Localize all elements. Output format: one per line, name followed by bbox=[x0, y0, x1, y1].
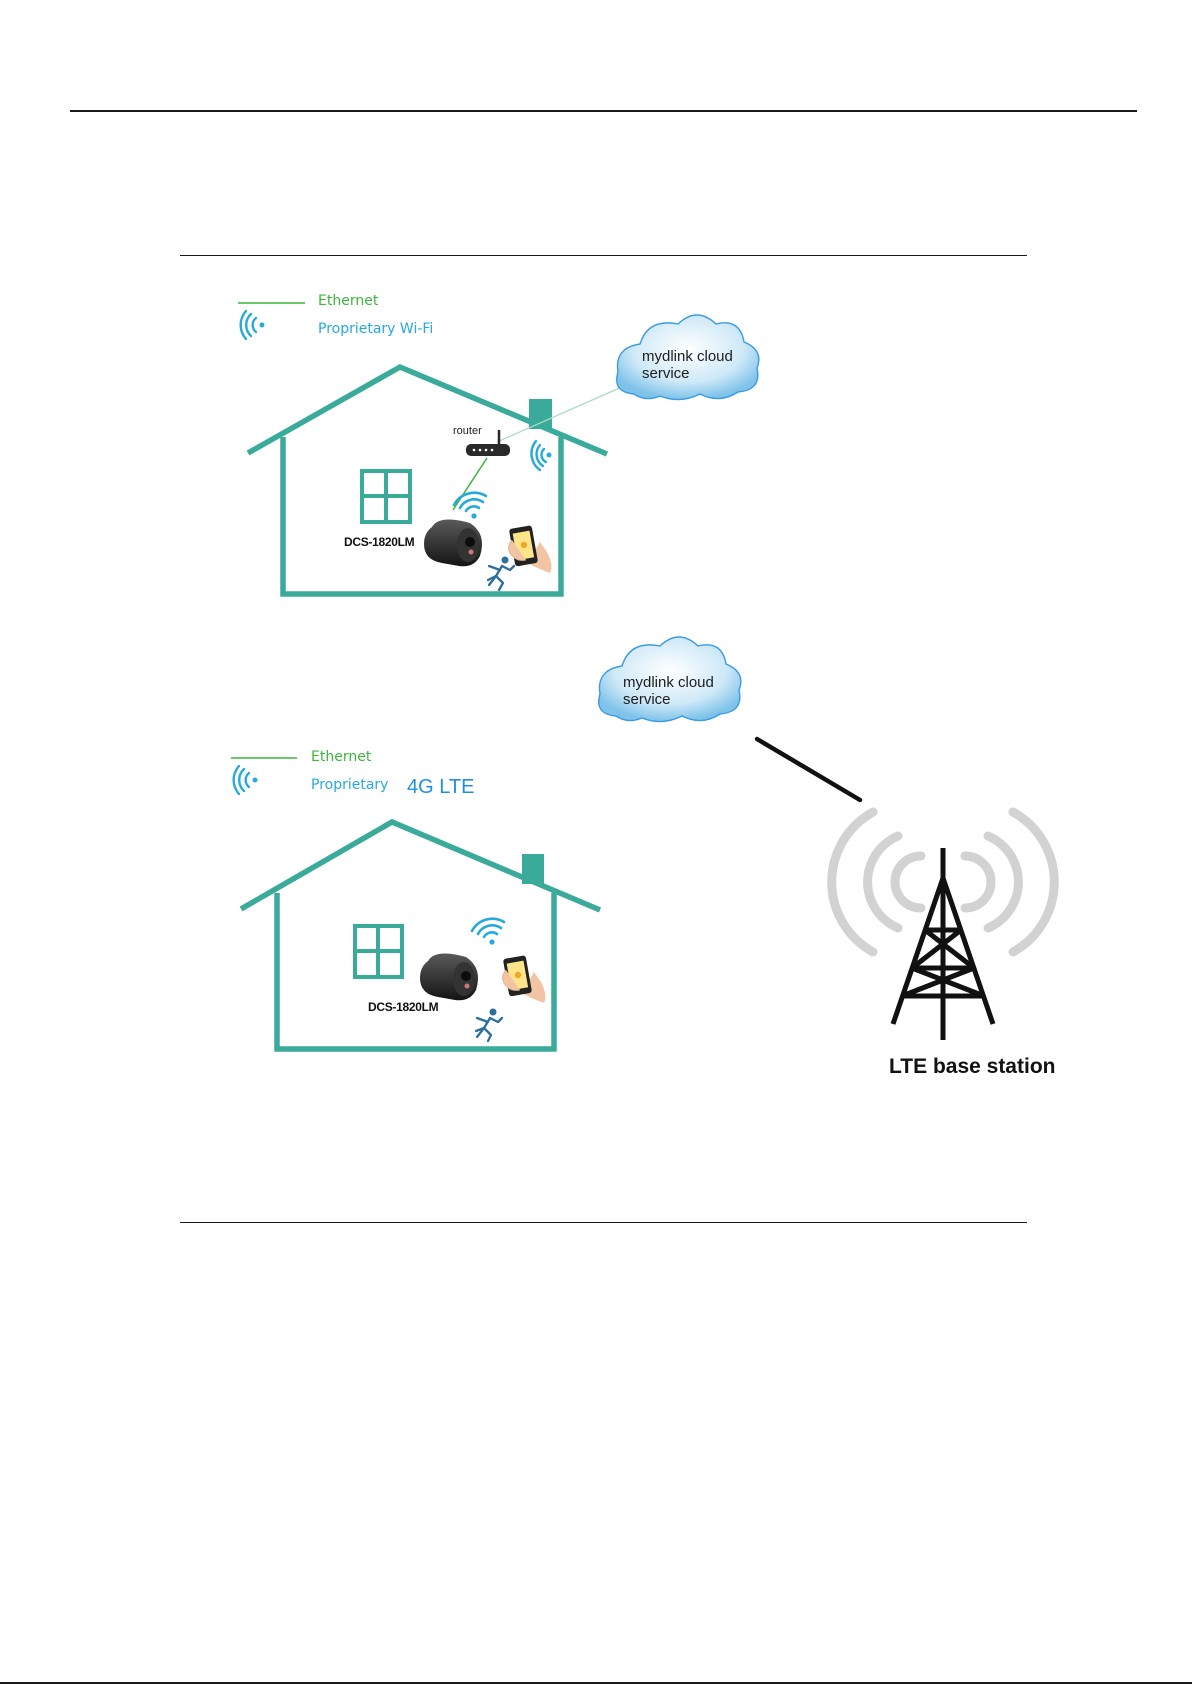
house-icon bbox=[248, 367, 607, 594]
cloud-label-line2-lte: service bbox=[623, 691, 671, 708]
running-person-icon-lte bbox=[476, 1009, 502, 1042]
wifi-diagram bbox=[238, 303, 759, 594]
wireless-legend-icon-lte bbox=[234, 766, 258, 794]
ethernet-legend-label-lte: Ethernet bbox=[311, 749, 371, 765]
window-icon-lte bbox=[355, 926, 402, 977]
camera-model-label-lte: DCS-1820LM bbox=[368, 1000, 438, 1014]
lte-base-station-label: LTE base station bbox=[889, 1055, 1055, 1079]
lte-tower-icon bbox=[893, 848, 993, 1040]
camera-wifi-signal-icon bbox=[454, 493, 486, 519]
router-wifi-signal-icon bbox=[532, 441, 552, 470]
chimney-icon bbox=[529, 399, 552, 429]
cloud-label-line1-lte: mydlink cloud bbox=[623, 674, 714, 691]
cloud-label-line1: mydlink cloud bbox=[642, 348, 733, 365]
camera-wireless-signal-icon-lte bbox=[472, 919, 504, 945]
camera-icon bbox=[424, 519, 482, 566]
house-icon-lte bbox=[241, 822, 600, 1049]
wifi-legend-label: Proprietary Wi-Fi bbox=[318, 321, 433, 337]
camera-model-label: DCS-1820LM bbox=[344, 535, 414, 549]
cloud-tower-link bbox=[757, 739, 860, 800]
camera-icon-lte bbox=[420, 953, 478, 1000]
lte-legend-label: 4G LTE bbox=[407, 776, 474, 799]
window-icon bbox=[362, 471, 410, 522]
chimney-icon-lte bbox=[522, 854, 544, 884]
router-label: router bbox=[453, 425, 482, 437]
ethernet-legend-label: Ethernet bbox=[318, 293, 378, 309]
cloud-label-line2: service bbox=[642, 365, 690, 382]
wifi-legend-icon bbox=[241, 311, 265, 339]
wireless-legend-label-lte: Proprietary bbox=[311, 777, 388, 793]
running-person-icon bbox=[488, 557, 514, 591]
smartphone-hand-icon-lte bbox=[503, 955, 546, 1003]
